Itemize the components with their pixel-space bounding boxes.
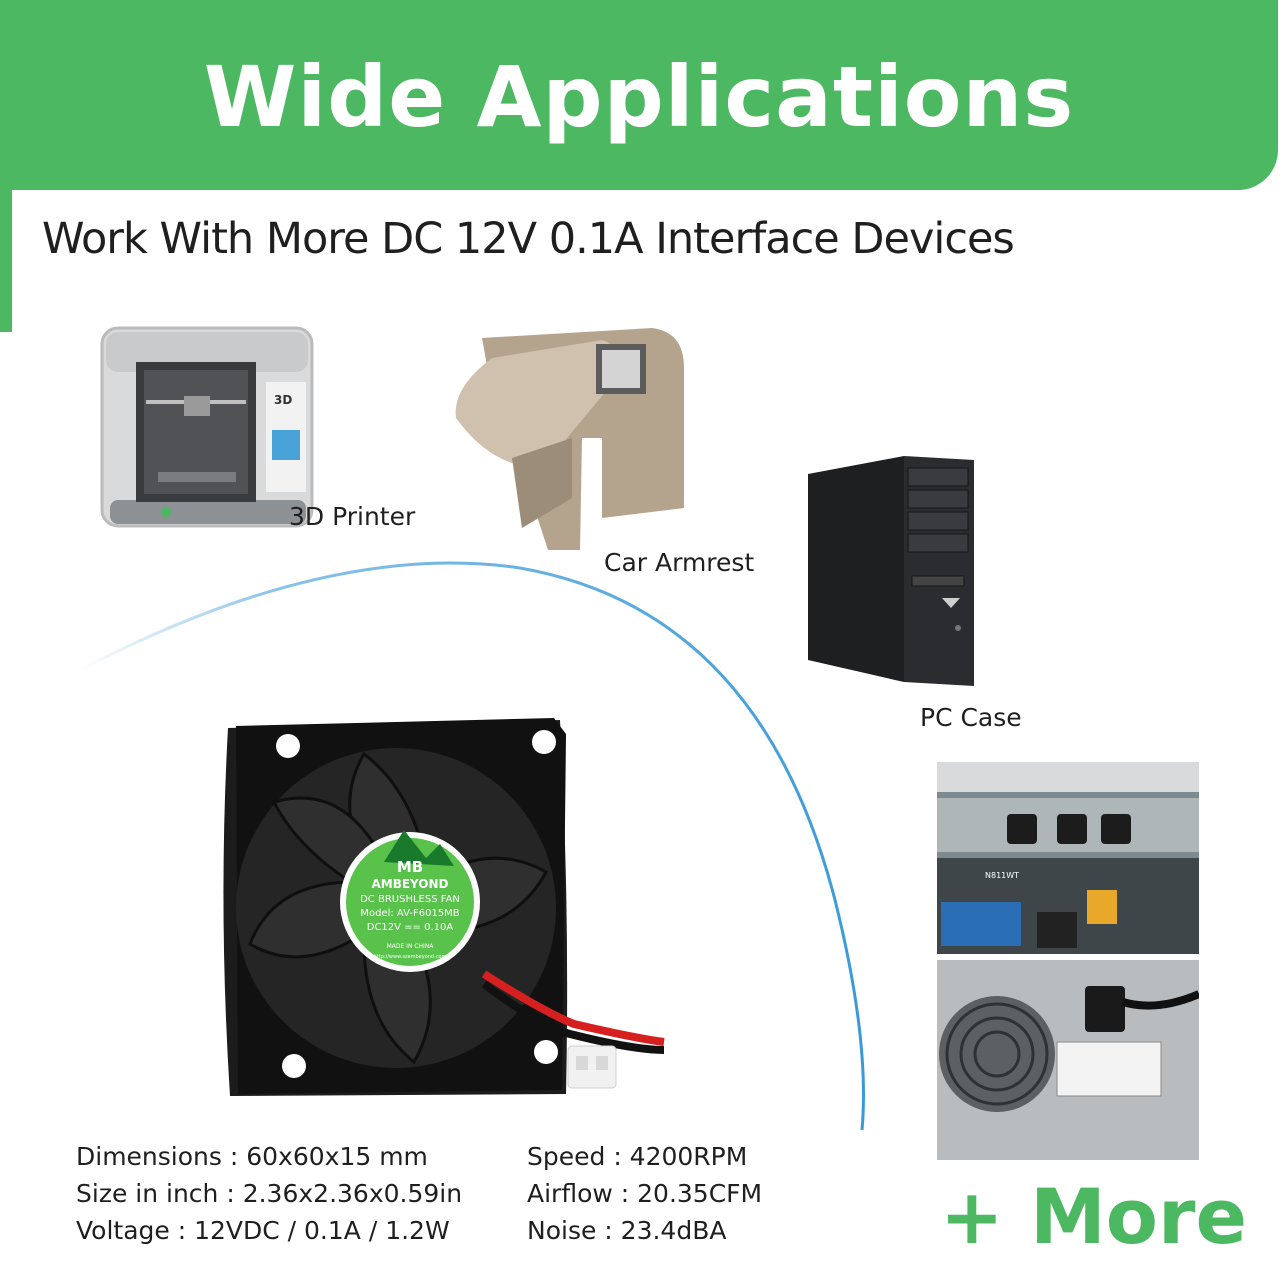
fan-model: Model: AV-F6015MB xyxy=(360,908,459,919)
fan-rating: DC12V == 0.10A xyxy=(367,922,454,933)
car-armrest-image xyxy=(455,328,684,550)
label-3d-printer: 3D Printer xyxy=(289,502,416,531)
svg-text:3D: 3D xyxy=(274,393,292,407)
specs-left: Dimensions : 60x60x15 mm Size in inch : … xyxy=(76,1138,462,1249)
more-label: + More xyxy=(940,1172,1248,1261)
label-pc-case: PC Case xyxy=(920,703,1022,732)
fan-type: DC BRUSHLESS FAN xyxy=(360,894,460,905)
spec-dimensions: Dimensions : 60x60x15 mm xyxy=(76,1142,428,1171)
cooling-fan-image: MB AMBEYOND DC BRUSHLESS FAN Model: AV-F… xyxy=(223,718,665,1096)
header-banner xyxy=(0,0,1278,190)
aircraft-registration: N811WT xyxy=(985,871,1019,880)
spec-airflow: Airflow : 20.35CFM xyxy=(527,1179,763,1208)
fan-origin: MADE IN CHINA xyxy=(387,943,435,950)
specs-right: Speed : 4200RPM Airflow : 20.35CFM Noise… xyxy=(527,1138,762,1249)
label-car-armrest: Car Armrest xyxy=(604,548,755,577)
fan-url: http://www.szambeyond.com xyxy=(374,954,447,960)
spec-size-inch: Size in inch : 2.36x2.36x0.59in xyxy=(76,1179,463,1208)
spec-speed: Speed : 4200RPM xyxy=(527,1142,748,1171)
3d-printer-image: 3D xyxy=(100,326,314,528)
fan-brand: AMBEYOND xyxy=(371,877,448,891)
page-subtitle: Work With More DC 12V 0.1A Interface Dev… xyxy=(42,214,1015,264)
spec-noise: Noise : 23.4dBA xyxy=(527,1216,727,1245)
banner-side-strip xyxy=(0,190,12,332)
more-applications-photo: N811WT xyxy=(937,762,1199,1160)
fan-logo: MB xyxy=(397,858,423,876)
spec-voltage: Voltage : 12VDC / 0.1A / 1.2W xyxy=(76,1216,450,1245)
page-title: Wide Applications xyxy=(203,48,1075,146)
pc-case-image xyxy=(808,456,974,686)
